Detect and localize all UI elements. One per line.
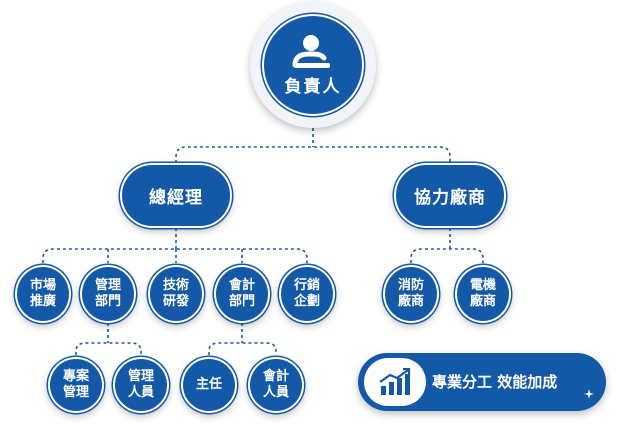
dept-management-node: 管理 部門 [80,265,136,323]
sub-supervisor-label: 主任 [195,377,222,392]
partner-electric-label: 電機 廠商 [469,278,496,309]
sub-accountant-node: 會計 人員 [248,357,304,413]
root-node-inner: 負責人 [262,14,364,116]
slogan-badge [364,358,426,406]
dept-tech-label: 技術 研發 [162,278,189,309]
general-manager-node: 總經理 [120,163,232,228]
dept-accounting-node: 會計 部門 [214,265,270,323]
partner-fire-node: 消防 廠商 [383,265,439,323]
sub-project-node: 專案 管理 [48,357,104,413]
slogan-text: 專業分工 效能加成 [432,373,558,391]
root-label: 負責人 [284,76,342,97]
general-manager-label: 總經理 [149,188,203,208]
sub-admin-label: 管理 人員 [127,369,154,400]
sub-project-label: 專案 管理 [62,369,89,400]
sub-accountant-label: 會計 人員 [262,369,289,400]
dept-accounting-label: 會計 部門 [228,278,255,309]
dept-marketing-label: 行銷 企劃 [293,278,320,309]
partner-fire-label: 消防 廠商 [397,278,424,309]
sub-admin-node: 管理 人員 [113,357,169,413]
dept-market-node: 市場 推廣 [15,265,71,323]
partner-electric-node: 電機 廠商 [455,265,511,323]
dept-market-label: 市場 推廣 [29,278,56,309]
sparkle-icon [584,389,594,399]
dept-marketing-node: 行銷 企劃 [279,265,335,323]
partners-label: 協力廠商 [414,188,486,208]
root-node: 負責人 [250,2,376,128]
growth-chart-icon [379,368,411,395]
slogan-banner: 專業分工 效能加成 [358,353,606,411]
sub-supervisor-node: 主任 [181,357,237,413]
person-icon [292,34,330,68]
dept-management-label: 管理 部門 [94,278,121,309]
dept-tech-node: 技術 研發 [148,265,204,323]
partners-node: 協力廠商 [394,163,506,228]
